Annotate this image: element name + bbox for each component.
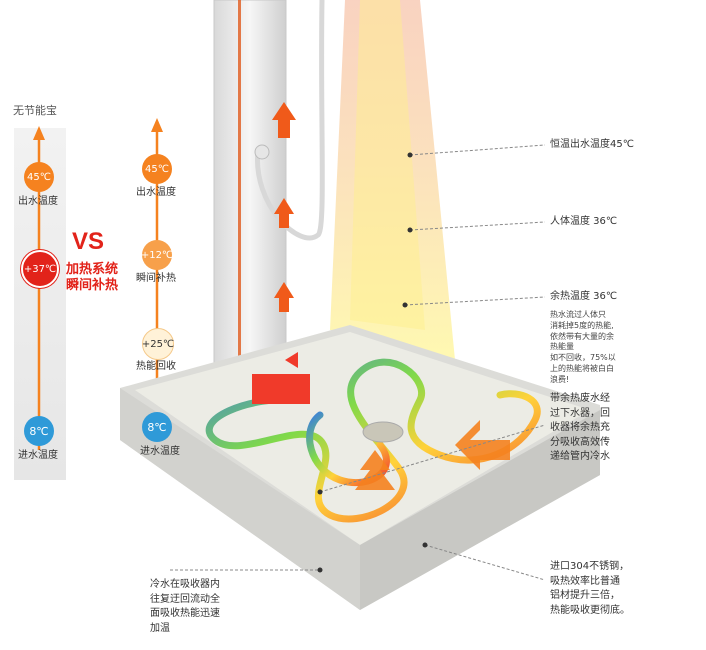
waste-note-line: 上的热能将被白白	[550, 363, 614, 373]
vs-sub-line1: 加热系统	[66, 262, 119, 277]
hose-mount	[254, 144, 270, 160]
callout-waste-heat: 带余热废水经 过下水器，回 收器将余热充 分吸收高效传 递给管内冷水	[550, 392, 610, 465]
stainless-line: 进口304不锈钢，	[550, 561, 630, 572]
water-spray	[330, 0, 455, 360]
callout-body-temp: 人体温度 36℃	[550, 216, 618, 227]
callout-waste-note: 热水流过人体只 消耗掉5度的热能, 依然带有大量的余 热能量 如不回收，75%以…	[550, 310, 616, 386]
callout-dots	[317, 152, 428, 573]
mid-top-temp: 45℃	[142, 154, 172, 184]
waste-heat-line: 带余热废水经	[550, 393, 610, 404]
shower-tray	[120, 325, 600, 610]
stainless-line: 铝材提升三倍，	[550, 590, 620, 601]
panel-up-arrows	[272, 102, 296, 312]
left-bottom-temp: 8℃	[24, 416, 54, 446]
vs-subtitle: 加热系统 瞬间补热	[66, 262, 118, 293]
waste-note-line: 浪费!	[550, 374, 570, 384]
mid-top-caption: 出水温度	[136, 187, 176, 198]
left-top-caption: 出水温度	[18, 196, 58, 207]
cold-water-line: 面吸收热能迅速	[150, 608, 220, 619]
callout-stainless: 进口304不锈钢， 吸热效率比普通 铝材提升三倍， 热能吸收更彻底。	[550, 560, 630, 618]
left-top-temp: 45℃	[24, 162, 54, 192]
stainless-line: 吸热效率比普通	[550, 575, 620, 587]
left-arrow-head	[33, 126, 45, 140]
mid-recover-temp: +25℃	[142, 328, 174, 360]
callout-constant-temp: 恒温出水温度45℃	[550, 139, 634, 150]
mid-arrow-head	[151, 118, 163, 132]
shower-panel	[213, 0, 287, 373]
waste-heat-line: 收器将余热充	[550, 422, 610, 433]
callout-lines	[170, 144, 546, 581]
waste-note-line: 热水流过人体只	[550, 310, 606, 319]
callout-waste-temp: 余热温度 36℃	[550, 291, 618, 302]
panel-hot-strip	[238, 0, 241, 372]
waste-note-line: 消耗掉5度的热能,	[550, 320, 614, 330]
left-column-title: 无节能宝	[13, 104, 57, 117]
tray-flow-arrows	[355, 420, 510, 490]
waste-heat-line: 过下水器，回	[550, 407, 610, 419]
heater-block	[252, 374, 310, 404]
cold-water-line: 加温	[150, 622, 170, 634]
mid-recover-caption: 热能回收	[136, 361, 176, 372]
mid-heat-caption: 瞬间补热	[136, 273, 176, 284]
vs-sub-line2: 瞬间补热	[66, 277, 119, 293]
mid-heat-temp: +12℃	[141, 240, 173, 270]
drain	[362, 421, 404, 443]
cold-water-line: 往复迂回流动全	[150, 593, 220, 605]
heater-arrow	[285, 352, 298, 368]
mid-bottom-caption: 进水温度	[140, 446, 180, 457]
cold-water-line: 冷水在吸收器内	[150, 579, 220, 590]
waste-note-line: 依然带有大量的余	[550, 331, 614, 341]
waste-note-line: 热能量	[550, 342, 574, 352]
waste-heat-line: 递给管内冷水	[550, 451, 610, 462]
left-bottom-caption: 进水温度	[18, 450, 58, 461]
shower-hose	[255, 0, 325, 241]
stainless-line: 热能吸收更彻底。	[550, 604, 630, 616]
waste-note-line: 如不回收，75%以	[550, 353, 616, 363]
callout-cold-water: 冷水在吸收器内 往复迂回流动全 面吸收热能迅速 加温	[150, 578, 220, 636]
waste-heat-line: 分吸收高效传	[550, 436, 610, 448]
vs-label: VS	[72, 228, 105, 255]
mid-bottom-temp: 8℃	[142, 412, 172, 442]
left-mid-temp: +37℃	[21, 250, 59, 288]
